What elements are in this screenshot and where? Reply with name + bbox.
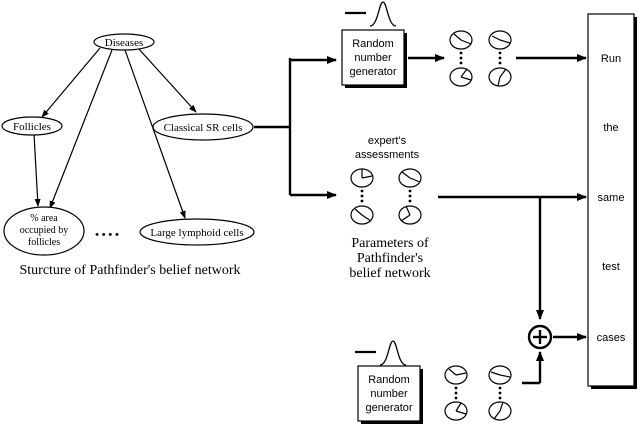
expert-line2: assessments bbox=[355, 149, 420, 161]
network-caption: Sturcture of Pathfinder's belief network bbox=[19, 263, 240, 278]
pie-dial-icon bbox=[444, 401, 468, 421]
belief-network bbox=[1, 33, 255, 256]
edge-diseases-large bbox=[124, 49, 186, 219]
node-follicles bbox=[1, 116, 63, 136]
parameter-connectors bbox=[438, 193, 587, 385]
pie-dial-icon bbox=[488, 401, 512, 421]
test-word-2: the bbox=[603, 122, 618, 134]
node-area-label-1: % area bbox=[30, 213, 58, 224]
pie-dial-icon bbox=[449, 30, 473, 50]
gaussian-curve-icon bbox=[379, 340, 407, 366]
dials-bottom bbox=[444, 365, 512, 421]
test-word-5: cases bbox=[597, 332, 626, 344]
pie-dial-icon bbox=[488, 30, 512, 50]
edge-follicles-area bbox=[33, 133, 41, 207]
circled-plus-icon bbox=[527, 324, 553, 350]
node-classical-sr-label: Classical SR cells bbox=[164, 122, 243, 134]
ellipsis-dots: • • • • bbox=[95, 229, 119, 241]
node-area-label-2: occupied by bbox=[20, 225, 69, 236]
dials-top bbox=[449, 30, 512, 87]
generator-bottom-line3: generator bbox=[365, 402, 412, 414]
edge-diseases-classical bbox=[137, 47, 197, 113]
generator-top bbox=[341, 1, 407, 88]
random-number-generator-bottom bbox=[357, 365, 421, 422]
generator-top-line1: Random bbox=[352, 38, 394, 50]
generator-top-line3: generator bbox=[349, 66, 396, 78]
connectors bbox=[254, 56, 337, 199]
parameters-line3: belief network bbox=[349, 266, 430, 281]
node-classical-sr bbox=[152, 113, 254, 141]
node-diseases-label: Diseases bbox=[105, 37, 144, 49]
test-word-3: same bbox=[598, 192, 625, 204]
pie-dial-icon bbox=[444, 365, 468, 385]
edge-diseases-area bbox=[49, 49, 113, 209]
node-area-label-3: follicles bbox=[28, 237, 60, 248]
pie-dial-icon bbox=[350, 205, 374, 225]
pie-dial-icon bbox=[398, 168, 422, 188]
node-area-follicles bbox=[3, 206, 85, 256]
node-follicles-label: Follicles bbox=[13, 121, 51, 133]
generator-bottom-line2: number bbox=[370, 388, 408, 400]
test-word-4: test bbox=[602, 261, 620, 273]
parameters-line2: Pathfinder's bbox=[357, 251, 423, 266]
test-word-1: Run bbox=[601, 53, 621, 65]
dials-middle bbox=[350, 168, 422, 225]
generator-top-line2: number bbox=[354, 52, 392, 64]
generator-bottom bbox=[355, 340, 423, 424]
gaussian-curve-icon bbox=[369, 1, 397, 27]
expert-line1: expert's bbox=[368, 135, 407, 147]
pie-dial-icon bbox=[488, 67, 512, 87]
node-large-lymphoid-label: Large lymphoid cells bbox=[150, 227, 243, 239]
pie-dial-icon bbox=[488, 365, 512, 385]
node-diseases bbox=[93, 33, 155, 51]
generator-bottom-line1: Random bbox=[368, 374, 410, 386]
pie-dial-icon bbox=[398, 205, 422, 225]
pie-dial-icon bbox=[449, 67, 473, 87]
node-large-lymphoid bbox=[139, 218, 255, 246]
test-cases-box bbox=[587, 13, 637, 389]
edge-diseases-follicles bbox=[41, 47, 101, 118]
random-number-generator-top bbox=[341, 29, 405, 86]
parameters-line1: Parameters of bbox=[351, 236, 429, 251]
pie-dial-icon bbox=[350, 168, 374, 188]
